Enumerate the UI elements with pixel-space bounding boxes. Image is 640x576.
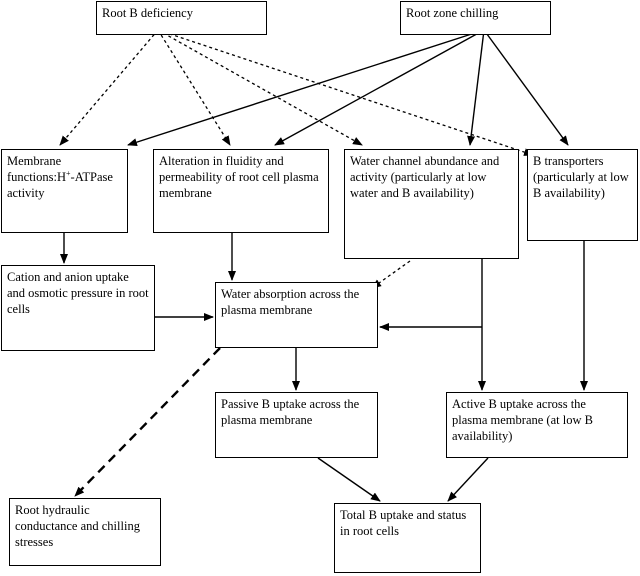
edge-root-b-deficiency-to-membrane-functions: [59, 29, 159, 146]
edge-root-b-deficiency-to-alteration-fluidity: [157, 29, 231, 146]
node-alteration-fluidity: Alteration in fluidity and permeability …: [153, 149, 329, 233]
node-root-hydraulic: Root hydraulic conductance and chilling …: [9, 498, 161, 566]
node-root-zone-chilling: Root zone chilling: [400, 1, 551, 35]
edge-group: [59, 29, 588, 502]
node-label: B transporters (particularly at low B av…: [533, 154, 629, 200]
node-label: Water absorption across the plasma membr…: [221, 287, 360, 317]
node-active-b: Active B uptake across the plasma membra…: [446, 392, 628, 458]
node-label: Active B uptake across the plasma membra…: [452, 397, 593, 443]
node-cation-anion: Cation and anion uptake and osmotic pres…: [1, 265, 155, 351]
edge-root-zone-chilling-to-membrane-functions: [127, 29, 485, 147]
node-label: Root B deficiency: [102, 6, 193, 20]
edge-root-zone-chilling-to-alteration-fluidity: [274, 29, 485, 146]
node-label: Total B uptake and status in root cells: [340, 508, 467, 538]
node-water-absorption: Water absorption across the plasma membr…: [215, 282, 378, 348]
node-label: Passive B uptake across the plasma membr…: [221, 397, 360, 427]
node-water-channel: Water channel abundance and activity (pa…: [344, 149, 519, 259]
node-label: Membrane functions:H: [7, 154, 67, 184]
node-membrane-functions: Membrane functions:H+-ATPase activity: [1, 149, 128, 233]
node-label: Root hydraulic conductance and chilling …: [15, 503, 140, 549]
superscript-plus: +: [66, 168, 71, 178]
edge-water-absorption-to-root-hydraulic: [74, 347, 221, 497]
edge-water-channel-to-water-absorption: [371, 260, 411, 289]
node-label: Water channel abundance and activity (pa…: [350, 154, 500, 200]
node-label: Root zone chilling: [406, 6, 499, 20]
node-b-transporters: B transporters (particularly at low B av…: [527, 149, 638, 241]
node-label-cont: -ATPase activity: [7, 170, 113, 200]
node-passive-b: Passive B uptake across the plasma membr…: [215, 392, 378, 458]
edge-active-b-to-total-b: [447, 457, 489, 502]
node-label: Cation and anion uptake and osmotic pres…: [7, 270, 149, 316]
node-label: Alteration in fluidity and permeability …: [159, 154, 319, 200]
edge-passive-b-to-total-b: [317, 457, 381, 502]
edge-root-zone-chilling-to-b-transporters: [483, 29, 569, 146]
edge-root-zone-chilling-to-water-channel: [467, 29, 485, 146]
node-root-b-deficiency: Root B deficiency: [96, 1, 267, 35]
node-total-b: Total B uptake and status in root cells: [334, 503, 481, 573]
